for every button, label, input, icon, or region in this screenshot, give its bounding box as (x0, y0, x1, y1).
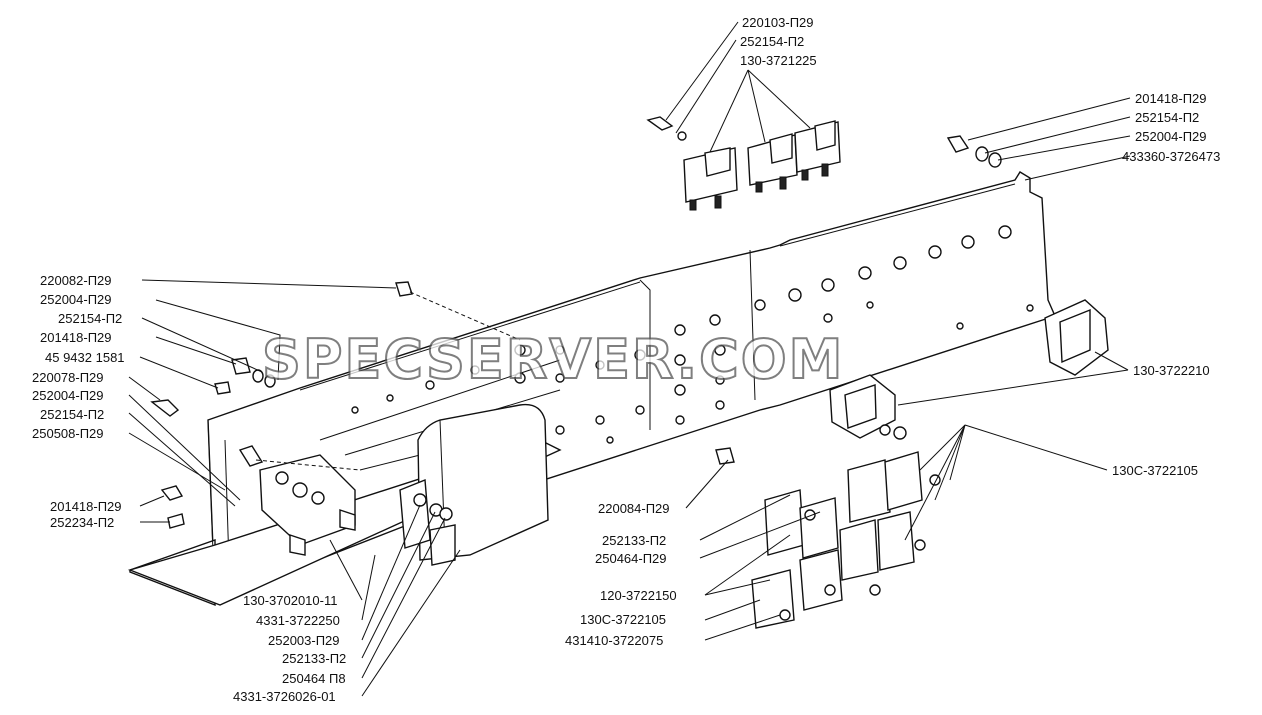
callout-252133-P2-bottom: 252133-П2 (282, 651, 346, 666)
callout-45-9432-1581: 45 9432 1581 (45, 350, 125, 365)
left-relay-block (259, 454, 356, 556)
callout-130-3702010-11: 130-3702010-11 (243, 593, 337, 608)
round-relay (829, 299, 1109, 440)
leader-lines (128, 21, 1131, 697)
callout-201418-P29-left2: 201418-П29 (50, 499, 122, 514)
callout-120-3722150: 120-3722150 (600, 588, 677, 603)
callout-220084-P29: 220084-П29 (598, 501, 670, 516)
callout-250508-P29: 250508-П29 (32, 426, 104, 441)
top-relays (646, 116, 841, 211)
callout-220078-P29: 220078-П29 (32, 370, 104, 385)
callout-4331-3722250: 4331-3722250 (256, 613, 340, 628)
watermark: SPECSERVER.COM (262, 328, 844, 391)
callout-labels: 220103-П29 252154-П2 130-3721225 201418-… (32, 15, 1220, 704)
callout-431410-3722075: 431410-3722075 (565, 633, 663, 648)
cover-box (417, 403, 549, 561)
mid-clamps (399, 478, 456, 566)
callout-201418-P29-right: 201418-П29 (1135, 91, 1207, 106)
callout-252154-P2-left: 252154-П2 (58, 311, 122, 326)
callout-252154-P2-left2: 252154-П2 (40, 407, 104, 422)
callout-201418-P29-left: 201418-П29 (40, 330, 112, 345)
left-fasteners (150, 281, 735, 529)
right-fasteners (946, 135, 1002, 168)
callout-250464-P29: 250464-П29 (595, 551, 667, 566)
callout-4331-3726026-01: 4331-3726026-01 (233, 689, 336, 704)
callout-130-3722210: 130-3722210 (1133, 363, 1210, 378)
callout-130C-3722105-mid: 130С-3722105 (580, 612, 666, 627)
callout-220082-P29: 220082-П29 (40, 273, 112, 288)
callout-252004-P29-left2: 252004-П29 (32, 388, 104, 403)
panel-holes (351, 314, 726, 444)
callout-250464-P8: 250464 П8 (282, 671, 346, 686)
callout-252154-P2-right: 252154-П2 (1135, 110, 1199, 125)
relay-cluster (751, 451, 941, 629)
callout-252133-P2-mid: 252133-П2 (602, 533, 666, 548)
callout-252234-P2: 252234-П2 (50, 515, 114, 530)
callout-130C-3722105-right: 130С-3722105 (1112, 463, 1198, 478)
callout-252004-P29-right: 252004-П29 (1135, 129, 1207, 144)
callout-433360-3726473: 433360-3726473 (1122, 149, 1220, 164)
callout-252003-P29: 252003-П29 (268, 633, 340, 648)
panel-screws (754, 225, 1034, 330)
callout-252154-P2-top: 252154-П2 (740, 34, 804, 49)
callout-130-3721225: 130-3721225 (740, 53, 817, 68)
callout-252004-P29-left: 252004-П29 (40, 292, 112, 307)
callout-220103-P29: 220103-П29 (742, 15, 814, 30)
